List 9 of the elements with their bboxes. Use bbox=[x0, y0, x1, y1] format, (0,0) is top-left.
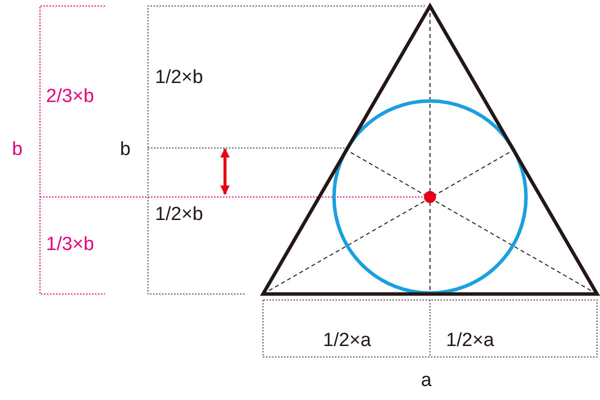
dimension-label: 1/2×a bbox=[323, 331, 372, 350]
dimension-label: 1/2×a bbox=[446, 331, 494, 350]
dimension-label: a bbox=[421, 371, 432, 390]
dimension-label: 1/2×b bbox=[155, 68, 204, 87]
dimension-label: b bbox=[120, 140, 131, 159]
dimension-label: b bbox=[12, 140, 23, 159]
dimension-label: 2/3×b bbox=[46, 87, 94, 106]
dimension-label: 1/2×b bbox=[155, 205, 204, 224]
dimension-label: 1/3×b bbox=[46, 235, 94, 254]
